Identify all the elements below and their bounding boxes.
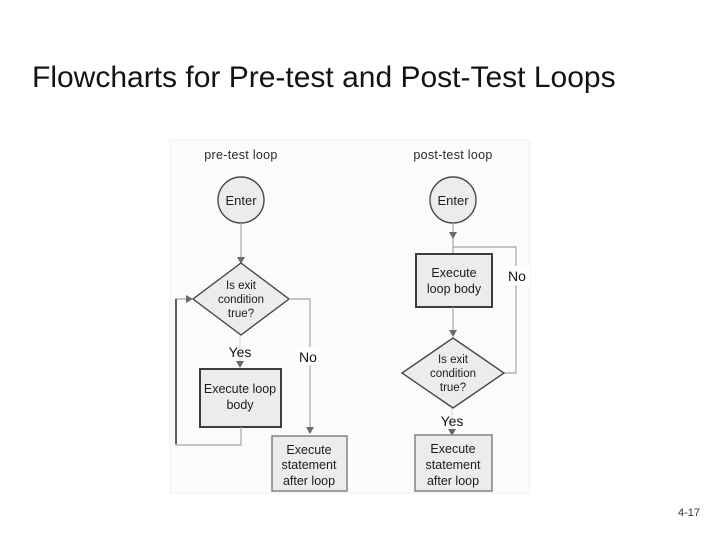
pretest-loop-body-box — [199, 368, 282, 428]
pretest-loop-body-line1: Execute loop — [204, 382, 276, 396]
pretest-after-loop-line2: statement — [282, 458, 337, 472]
posttest-yes-label: Yes — [441, 413, 464, 429]
posttest-after-loop-line2: statement — [426, 458, 481, 472]
pretest-decision-diamond — [191, 262, 291, 336]
pretest-flowchart: pre-test loop Enter Is exit condition tr… — [175, 148, 348, 492]
pretest-yes-label: Yes — [229, 344, 252, 360]
posttest-decision-line2: condition — [430, 368, 476, 380]
pretest-no-label: No — [299, 349, 317, 365]
posttest-heading: post-test loop — [413, 148, 492, 162]
pretest-decision-line3: true? — [228, 308, 254, 320]
pretest-no-line — [289, 298, 311, 431]
posttest-after-loop-box — [414, 434, 493, 492]
arrow-down-icon — [448, 429, 456, 436]
pretest-heading: pre-test loop — [204, 148, 277, 162]
arrow-down-icon — [449, 330, 457, 337]
pretest-loopback-line — [175, 298, 242, 446]
pretest-after-loop-line3: after loop — [283, 474, 335, 488]
posttest-loop-body-line1: Execute — [431, 266, 476, 280]
pretest-loop-body-line2: body — [226, 398, 254, 412]
posttest-decision-diamond — [400, 337, 506, 409]
posttest-no-label-bg — [503, 266, 530, 285]
posttest-flowchart: post-test loop Enter No Execute loop bod… — [400, 148, 530, 492]
posttest-loop-body-line2: loop body — [427, 282, 482, 296]
posttest-after-loop-line3: after loop — [427, 474, 479, 488]
posttest-enter-label: Enter — [437, 193, 469, 208]
arrow-down-icon — [449, 232, 457, 239]
posttest-decision-line1: Is exit — [438, 354, 469, 366]
posttest-loop-body-box — [415, 253, 493, 308]
arrow-right-icon — [186, 295, 193, 303]
arrow-down-icon — [306, 427, 314, 434]
slide-title: Flowcharts for Pre-test and Post-Test Lo… — [32, 61, 616, 94]
pretest-after-loop-box — [271, 435, 348, 492]
posttest-after-loop-line1: Execute — [430, 442, 475, 456]
pretest-after-loop-line1: Execute — [286, 443, 331, 457]
page-number: 4-17 — [677, 507, 700, 519]
arrow-down-icon — [236, 361, 244, 368]
posttest-decision-line3: true? — [440, 382, 466, 394]
pretest-enter-label: Enter — [225, 193, 257, 208]
pretest-decision-line2: condition — [218, 294, 264, 306]
pretest-decision-line1: Is exit — [226, 280, 257, 292]
arrow-down-icon — [237, 257, 245, 264]
posttest-no-label: No — [508, 268, 526, 284]
posttest-loopback-line — [453, 246, 517, 374]
pretest-no-label-bg — [295, 347, 321, 365]
